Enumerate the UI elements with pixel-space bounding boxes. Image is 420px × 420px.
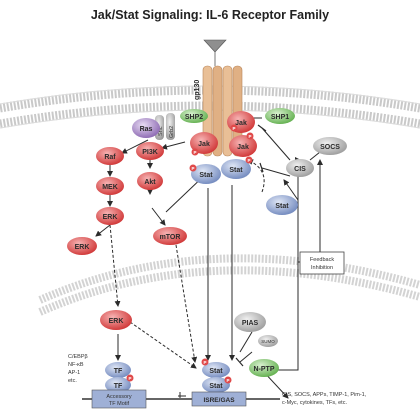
svg-text:MEK: MEK xyxy=(102,184,118,191)
socs-node: SOCS xyxy=(313,137,347,155)
target-genes: CIS, SOCS, APPs, TIMP-1, Pim-1, c-Myc, c… xyxy=(282,392,367,406)
svg-text:Stat: Stat xyxy=(199,172,213,179)
stat-left-node: Stat xyxy=(191,164,221,184)
shp2-node: SHP2 xyxy=(180,109,208,123)
pi3k-node: PI3K xyxy=(136,142,164,160)
erk-node: ERK xyxy=(96,207,124,225)
svg-text:PI3K: PI3K xyxy=(142,149,158,156)
mtor-node: mTOR xyxy=(153,227,187,245)
phospho-badge: P xyxy=(126,374,134,382)
pias-node: PIAS xyxy=(234,312,266,332)
svg-text:Akt: Akt xyxy=(144,179,156,186)
target-genes-line: c-Myc, cytokines, TFs, etc. xyxy=(282,400,347,406)
target-genes-line: CIS, SOCS, APPs, TIMP-1, Pim-1, xyxy=(282,392,367,398)
svg-text:P: P xyxy=(128,376,131,381)
svg-text:Stat: Stat xyxy=(275,203,289,210)
svg-text:Ras: Ras xyxy=(140,126,153,133)
svg-text:N-PTP: N-PTP xyxy=(254,366,275,373)
svg-text:ERK: ERK xyxy=(103,214,118,221)
svg-text:ERK: ERK xyxy=(75,244,90,251)
tf-family-item: C/EBPβ xyxy=(68,354,88,360)
gp130-receptor: gp130 xyxy=(194,65,243,157)
svg-text:Feedback: Feedback xyxy=(310,257,334,263)
svg-text:Grb2: Grb2 xyxy=(169,126,175,138)
gp130-label: gp130 xyxy=(194,80,201,100)
nuclear-membrane xyxy=(38,254,420,316)
svg-text:mTOR: mTOR xyxy=(160,234,181,241)
svg-text:P: P xyxy=(232,126,235,131)
svg-text:Stat: Stat xyxy=(209,383,223,390)
svg-text:Stat: Stat xyxy=(209,368,223,375)
jak-left-node: Jak xyxy=(190,132,218,154)
erk-nuclear-node: ERK xyxy=(100,310,132,330)
svg-text:P: P xyxy=(193,150,196,155)
tf-family-item: AP-1 xyxy=(68,370,80,376)
svg-text:CIS: CIS xyxy=(294,166,306,173)
svg-text:TF: TF xyxy=(114,383,123,390)
tf-family-item: etc. xyxy=(68,378,77,384)
svg-text:Shc: Shc xyxy=(158,126,164,136)
akt-node: Akt xyxy=(137,172,163,190)
svg-text:PIAS: PIAS xyxy=(242,320,259,327)
svg-text:Jak: Jak xyxy=(198,141,210,148)
tf-top-node: TF xyxy=(105,362,131,378)
svg-text:P: P xyxy=(248,134,251,139)
svg-text:P: P xyxy=(226,378,229,383)
erk-cytoplasm-node: ERK xyxy=(67,237,97,255)
tf-bottom-node: TF xyxy=(105,377,131,393)
pathway-arrows xyxy=(95,114,323,400)
ligand-icon xyxy=(203,39,227,53)
nptp-node: N-PTP xyxy=(249,359,279,377)
stat-right-node: Stat xyxy=(221,159,251,179)
phospho-badge: P xyxy=(245,156,253,164)
accessory-tf-motif-box: Accessory TF Motif xyxy=(91,389,147,409)
svg-text:Stat: Stat xyxy=(229,167,243,174)
svg-text:Jak: Jak xyxy=(235,120,247,127)
svg-text:SHP1: SHP1 xyxy=(271,114,289,121)
phospho-badge: P xyxy=(201,358,209,366)
stat-nuclear-bottom-node: Stat xyxy=(202,377,230,393)
isre-gas-box: ISRE/GAS xyxy=(191,391,247,407)
svg-text:Inhibition: Inhibition xyxy=(311,265,333,271)
phospho-badge: P xyxy=(230,124,238,132)
svg-text:TF Motif: TF Motif xyxy=(109,401,130,407)
svg-text:ISRE/GAS: ISRE/GAS xyxy=(203,397,235,404)
stat-free-node: Stat xyxy=(266,195,298,215)
ras-node: Ras xyxy=(132,118,160,138)
tf-family-item: NF-κB xyxy=(68,362,84,368)
phospho-badge: P xyxy=(246,132,254,140)
feedback-inhibition-box: Feedback Inhibition xyxy=(299,251,345,275)
grb2-adaptor: Grb2 xyxy=(166,113,175,140)
svg-text:SUMO: SUMO xyxy=(261,339,275,344)
tf-family-list: C/EBPβ NF-κB AP-1 etc. xyxy=(68,354,88,384)
svg-text:ERK: ERK xyxy=(109,318,124,325)
cis-node: CIS xyxy=(286,159,314,177)
phospho-badge: P xyxy=(191,148,199,156)
phospho-badges: P P P P P P P P xyxy=(126,124,254,384)
svg-text:Jak: Jak xyxy=(237,144,249,151)
svg-text:TF: TF xyxy=(114,368,123,375)
phospho-badge: P xyxy=(224,376,232,384)
svg-text:Accessory: Accessory xyxy=(106,394,132,400)
svg-text:P: P xyxy=(191,166,194,171)
mek-node: MEK xyxy=(96,177,124,195)
svg-text:SHP2: SHP2 xyxy=(185,114,203,121)
raf-node: Raf xyxy=(96,147,124,165)
svg-text:SOCS: SOCS xyxy=(320,144,340,151)
diagram-title: Jak/Stat Signaling: IL-6 Receptor Family xyxy=(90,8,330,22)
phospho-badge: P xyxy=(189,164,197,172)
svg-text:Raf: Raf xyxy=(104,154,116,161)
svg-text:P: P xyxy=(247,158,250,163)
sumo-node: SUMO xyxy=(258,335,278,347)
shp1-node: SHP1 xyxy=(265,108,295,124)
svg-text:P: P xyxy=(203,360,206,365)
stat-nuclear-top-node: Stat xyxy=(202,362,230,378)
jak-right-node: Jak xyxy=(229,135,257,157)
